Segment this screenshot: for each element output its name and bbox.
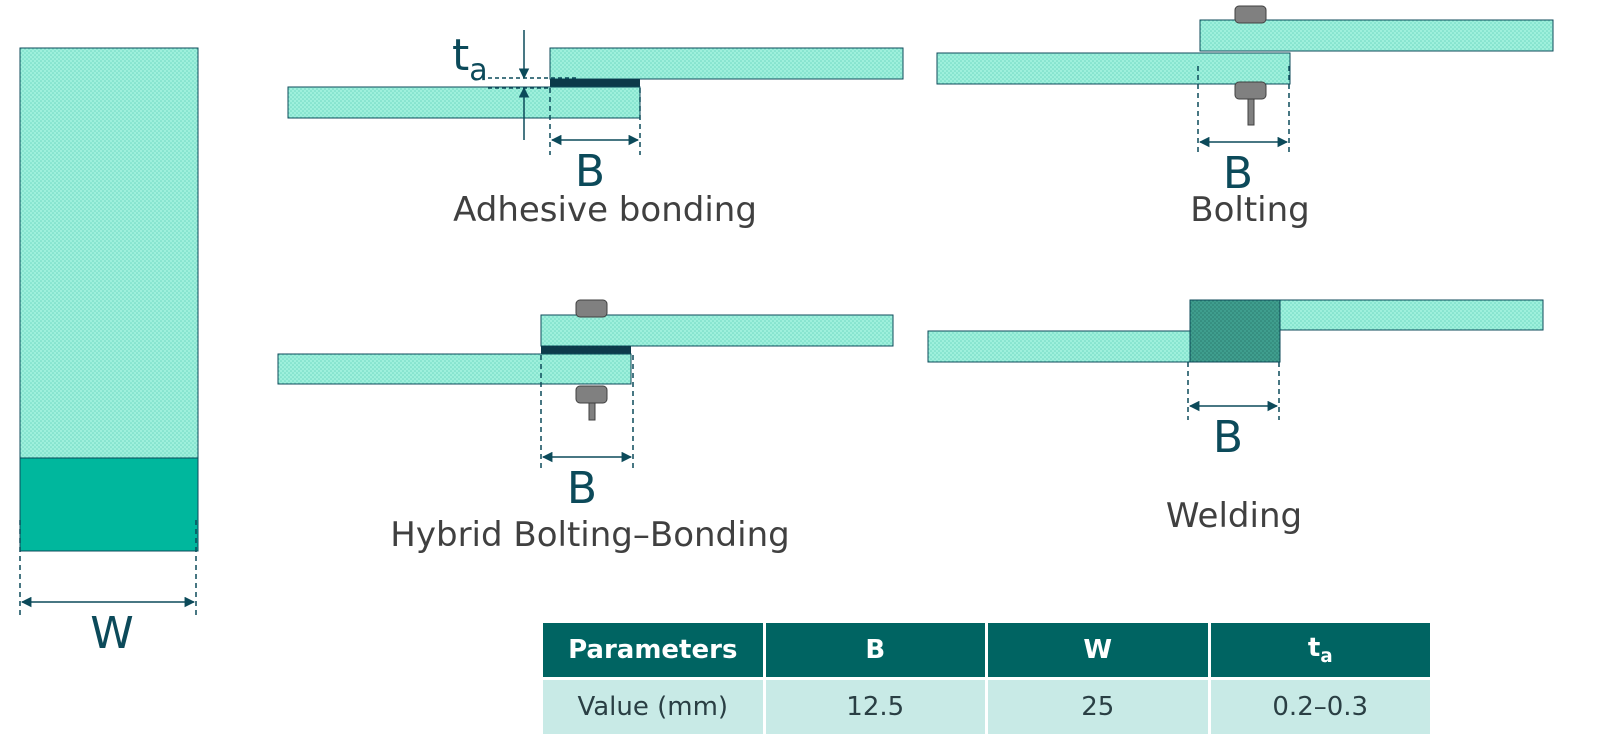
table-row: Value (mm) 12.5 25 0.2–0.3 <box>543 680 1430 734</box>
adhesive-joint <box>287 47 904 119</box>
header-w: W <box>988 623 1208 677</box>
adhesive-upper-plate <box>549 47 904 80</box>
hybrid-overlap-dimension <box>540 355 634 470</box>
bolting-joint <box>936 5 1554 126</box>
adhesive-thickness-dimension <box>488 30 578 140</box>
welding-joint <box>927 299 1544 363</box>
parameters-table: Parameters B W ta Value (mm) 12.5 25 0.2… <box>540 620 1433 737</box>
hybrid-lower-plate <box>277 353 632 385</box>
weld-zone <box>1189 299 1281 363</box>
width-label: W <box>90 608 134 659</box>
header-b: B <box>765 623 985 677</box>
hybrid-adhesive-layer <box>541 346 631 354</box>
hybrid-bolt-icon <box>575 299 608 421</box>
width-dimension <box>19 520 197 615</box>
hybrid-joint <box>277 299 894 421</box>
adhesive-overlap-label: B <box>575 146 605 197</box>
bolting-overlap-label: B <box>1223 148 1253 199</box>
caption-adhesive-bonding: Adhesive bonding <box>453 190 757 230</box>
caption-welding: Welding <box>1166 496 1302 536</box>
cell-ta-value: 0.2–0.3 <box>1210 680 1430 734</box>
bolt-icon <box>1234 5 1267 126</box>
specimen-grip-region <box>19 457 199 552</box>
specimen-plate <box>19 47 199 552</box>
adhesive-lower-plate <box>287 86 641 119</box>
bolting-lower-plate <box>936 52 1291 85</box>
thickness-label: ta <box>452 30 488 88</box>
cell-b-value: 12.5 <box>765 680 985 734</box>
header-ta: ta <box>1210 623 1430 677</box>
bolting-overlap-dimension <box>1197 66 1290 156</box>
adhesive-layer <box>550 79 640 87</box>
welding-overlap-label: B <box>1213 412 1243 463</box>
welding-overlap-dimension <box>1187 362 1280 420</box>
hybrid-upper-plate <box>540 314 894 347</box>
adhesive-overlap-dimension <box>549 88 641 155</box>
caption-bolting: Bolting <box>1190 190 1309 230</box>
hybrid-overlap-label: B <box>567 463 597 514</box>
cell-value-label: Value (mm) <box>543 680 763 734</box>
caption-hybrid-bolting-bonding: Hybrid Bolting–Bonding <box>390 515 789 555</box>
bolting-upper-plate <box>1199 19 1554 52</box>
cell-w-value: 25 <box>988 680 1208 734</box>
header-parameters: Parameters <box>543 623 763 677</box>
table-header-row: Parameters B W ta <box>543 623 1430 677</box>
